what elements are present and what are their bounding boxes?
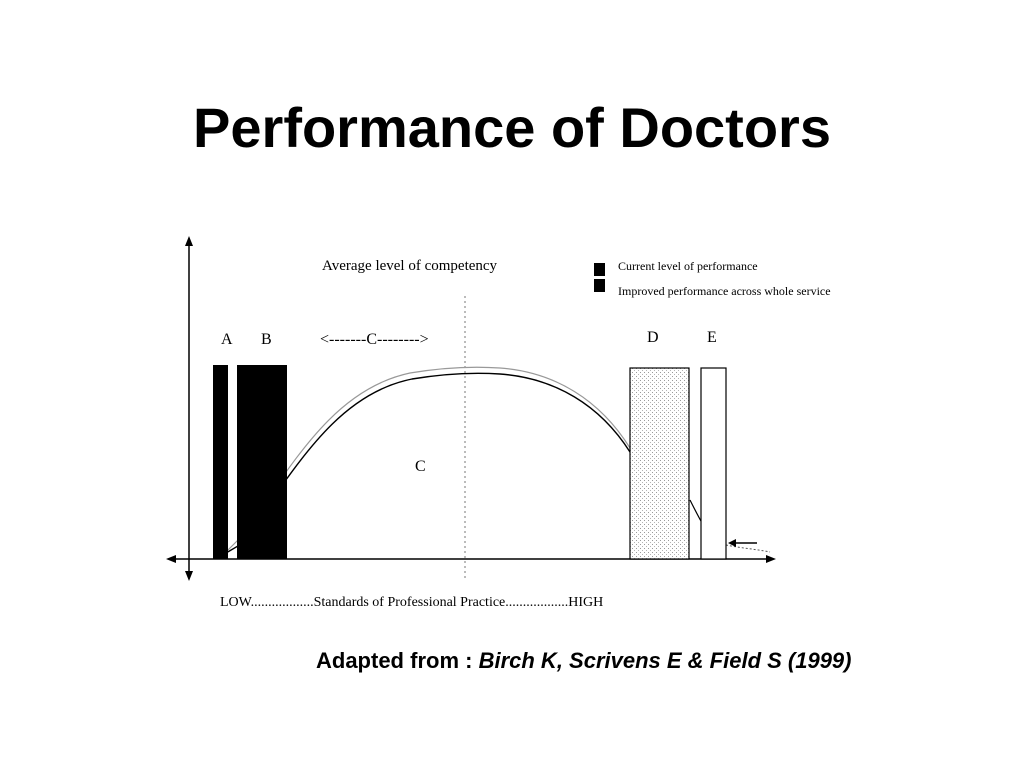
label-e: E bbox=[707, 329, 717, 346]
label-b: B bbox=[261, 331, 272, 348]
bar-b bbox=[237, 365, 287, 559]
x-axis-label: LOW..................Standards of Profes… bbox=[220, 595, 603, 610]
current-performance-curve bbox=[225, 372, 631, 554]
avg-competency-label: Average level of competency bbox=[322, 258, 498, 274]
citation: Adapted from : Birch K, Scrivens E & Fie… bbox=[316, 648, 852, 674]
y-axis bbox=[185, 236, 193, 581]
label-d: D bbox=[647, 329, 659, 346]
legend-swatch-current bbox=[594, 263, 605, 276]
slide-title: Performance of Doctors bbox=[193, 96, 831, 159]
citation-prefix: Adapted from : bbox=[316, 648, 473, 673]
label-a: A bbox=[221, 331, 233, 348]
label-c-range: <-------C--------> bbox=[320, 331, 429, 348]
bar-d bbox=[629, 367, 690, 560]
improved-performance-curve bbox=[227, 366, 631, 551]
tail-curve-low bbox=[725, 544, 771, 553]
bar-e bbox=[700, 367, 727, 560]
legend-swatch-improved bbox=[594, 279, 605, 292]
legend-label-improved: Improved performance across whole servic… bbox=[618, 284, 831, 298]
label-c-center: C bbox=[415, 458, 426, 475]
citation-source: Birch K, Scrivens E & Field S (1999) bbox=[478, 648, 852, 673]
legend-label-current: Current level of performance bbox=[618, 259, 758, 273]
bar-a bbox=[213, 365, 228, 559]
shift-arrow bbox=[728, 539, 757, 547]
